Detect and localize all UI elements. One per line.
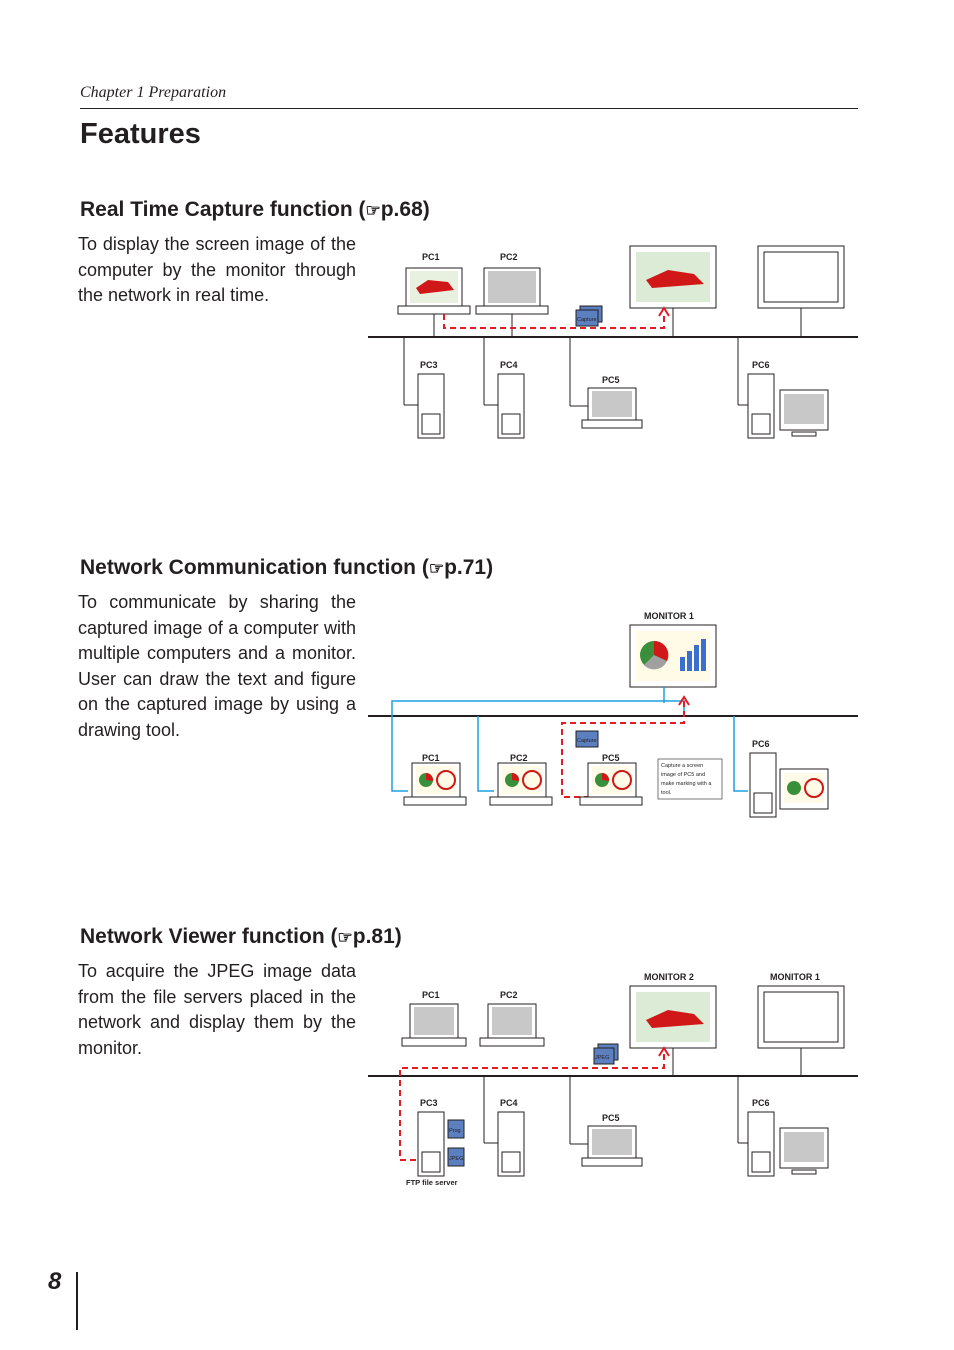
- diagram-network-communication: MONITOR 1 Capture PC1 PC2: [368, 611, 858, 818]
- chapter-label: Chapter 1 Preparation: [80, 84, 227, 101]
- pointing-hand-icon: ☞: [365, 201, 381, 220]
- label-pc2: PC2: [510, 753, 528, 763]
- section-heading-text: Network Communication function (: [80, 556, 429, 579]
- blue-link-pc6: [733, 716, 748, 792]
- label-pc1: PC1: [422, 990, 440, 1000]
- pointing-hand-icon: ☞: [337, 928, 353, 947]
- page-reference: p.68): [380, 198, 430, 221]
- pointing-hand-icon: ☞: [428, 559, 445, 578]
- note-line: Capture a screen: [661, 763, 703, 769]
- page-reference: p.81): [352, 925, 402, 948]
- page-number: 8: [48, 1268, 62, 1295]
- label-file-jpeg: JPEG: [449, 1156, 463, 1162]
- diagram-real-time-capture: PC1 PC2 Capture PC3 PC: [368, 245, 858, 439]
- label-pc6: PC6: [752, 360, 770, 370]
- section-heading-text: Network Viewer function (: [80, 925, 338, 948]
- pc6-desktop-icon: [749, 752, 829, 818]
- label-prog: Prog: [449, 1128, 461, 1134]
- pc2-laptop-icon: [479, 1003, 545, 1047]
- capture-path: [443, 312, 665, 329]
- section-heading-real-time-capture: Real Time Capture function (☞p.68): [80, 198, 430, 222]
- pc6-desktop-icon: [737, 1076, 829, 1177]
- section-heading-network-communication: Network Communication function (☞p.71): [80, 556, 493, 580]
- section-body-network-communication: To communicate by sharing the captured i…: [78, 592, 356, 740]
- label-pc1: PC1: [422, 252, 440, 262]
- section-body-network-viewer: To acquire the JPEG image data from the …: [78, 961, 356, 1058]
- label-pc6: PC6: [752, 1098, 770, 1108]
- label-capture: Capture: [577, 317, 597, 323]
- label-pc4: PC4: [500, 1098, 518, 1108]
- page-number-bar: [76, 1272, 78, 1330]
- label-pc4: PC4: [500, 360, 518, 370]
- page-reference: p.71): [444, 556, 494, 579]
- section-heading-network-viewer: Network Viewer function (☞p.81): [80, 925, 402, 949]
- pc1-laptop-icon: [401, 1003, 467, 1047]
- pc6-desktop-icon: [737, 337, 829, 439]
- ftp-server-icon: Prog JPEG: [417, 1111, 465, 1177]
- label-ftp-server: FTP file server: [406, 1178, 458, 1187]
- note-line: tool.: [661, 790, 672, 796]
- label-pc3: PC3: [420, 360, 438, 370]
- blank-monitor-icon: [757, 245, 845, 337]
- pc5-laptop-icon: [569, 337, 643, 429]
- pc4-tower-icon: [483, 337, 525, 439]
- label-pc5: PC5: [602, 375, 620, 385]
- section-body-real-time-capture: To display the screen image of the compu…: [78, 234, 356, 306]
- pc1-laptop-icon: [397, 267, 471, 337]
- pc1-laptop-icon: [403, 762, 467, 806]
- pc2-laptop-icon: [489, 762, 553, 806]
- pc5-laptop-icon: [579, 762, 643, 806]
- note-line: make marking with a: [661, 781, 712, 787]
- blue-link-pc2: [477, 716, 494, 792]
- pc5-laptop-icon: [569, 1076, 643, 1167]
- blue-link-pc1: [391, 716, 408, 792]
- label-pc1: PC1: [422, 753, 440, 763]
- label-monitor1: MONITOR 1: [770, 972, 820, 982]
- label-pc2: PC2: [500, 252, 518, 262]
- page-title: Features: [80, 118, 201, 150]
- monitor1-blank-icon: [757, 985, 845, 1076]
- pc4-tower-icon: [483, 1076, 525, 1177]
- pc2-laptop-icon: [475, 267, 549, 337]
- blue-share-line: [391, 700, 685, 716]
- diagram-network-viewer: MONITOR 2 MONITOR 1 PC1 PC2 JPEG PC3 Pro…: [368, 972, 858, 1187]
- note-line: image of PC5 and: [661, 772, 705, 778]
- annotation-note: Capture a screen image of PC5 and make m…: [657, 758, 723, 800]
- pc3-tower-icon: [403, 337, 445, 439]
- label-pc5: PC5: [602, 753, 620, 763]
- label-pc2: PC2: [500, 990, 518, 1000]
- arrow-up-icon: [678, 695, 690, 706]
- transfer-path: [399, 1052, 665, 1161]
- header-rule: [80, 108, 858, 109]
- monitor1-with-chart-icon: [629, 624, 717, 688]
- monitor2-with-image-icon: [629, 985, 717, 1076]
- capture-path: [561, 701, 685, 798]
- capture-file-icon: Capture: [575, 730, 599, 748]
- arrow-up-icon: [658, 306, 670, 317]
- label-capture: Capture: [577, 738, 597, 744]
- monitor-with-image-icon: [629, 245, 717, 337]
- label-monitor1: MONITOR 1: [644, 611, 694, 621]
- capture-file-icon: Capture: [575, 305, 603, 327]
- label-pc3: PC3: [420, 1098, 438, 1108]
- section-heading-text: Real Time Capture function (: [80, 198, 366, 221]
- jpeg-file-icon: JPEG: [593, 1043, 619, 1065]
- label-pc6: PC6: [752, 739, 770, 749]
- label-monitor2: MONITOR 2: [644, 972, 694, 982]
- label-pc5: PC5: [602, 1113, 620, 1123]
- label-jpeg: JPEG: [595, 1055, 609, 1061]
- arrow-up-icon: [658, 1046, 670, 1057]
